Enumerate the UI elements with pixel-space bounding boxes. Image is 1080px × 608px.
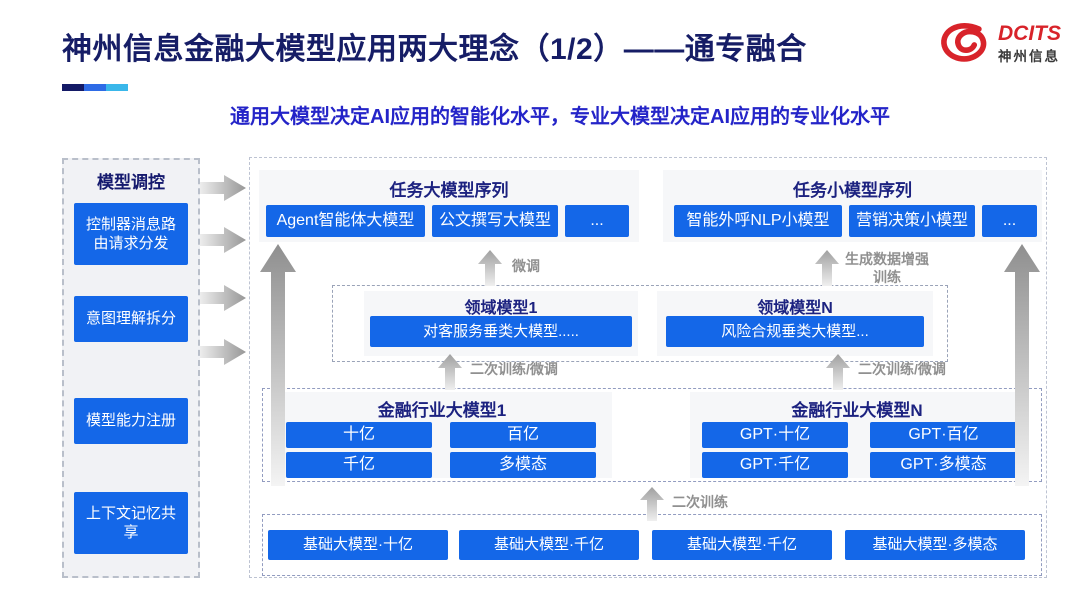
dcits-swirl-icon xyxy=(941,23,987,62)
sidebar-model-control: 模型调控 控制器消息路由请求分发 意图理解拆分 模型能力注册 上下文记忆共享 xyxy=(62,158,200,578)
underline-segment xyxy=(106,84,128,91)
big-up-arrow-icon xyxy=(1004,244,1040,486)
underline-segment xyxy=(62,84,84,91)
sidebar-item-context-memory: 上下文记忆共享 xyxy=(74,492,188,554)
model-box-marketing-decision: 营销决策小模型 xyxy=(849,205,975,237)
label-retrain-finetune-left: 二次训练/微调 xyxy=(470,361,558,377)
model-box-gpt-10b: GPT·百亿 xyxy=(870,422,1017,448)
label-gen-data-training: 生成数据增强训练 xyxy=(845,251,929,285)
model-box-customer-service: 对客服务垂类大模型..... xyxy=(370,316,632,347)
up-arrow-icon xyxy=(438,354,462,390)
industry-model-n-title: 金融行业大模型N xyxy=(791,401,923,420)
title-underline xyxy=(62,84,128,91)
label-retrain-finetune-right: 二次训练/微调 xyxy=(858,361,946,377)
logo-brand-cn: 神州信息 xyxy=(998,49,1060,65)
sidebar-item-capability-register: 模型能力注册 xyxy=(74,398,188,444)
model-box-document-writing: 公文撰写大模型 xyxy=(432,205,558,237)
model-box-10b: 百亿 xyxy=(450,422,596,448)
sidebar-item-intent-split: 意图理解拆分 xyxy=(74,296,188,342)
industry-model-1-title: 金融行业大模型1 xyxy=(377,401,507,420)
model-box-ellipsis: ... xyxy=(565,205,629,237)
logo-brand-text: DCITS xyxy=(998,21,1061,45)
label-finetune: 微调 xyxy=(512,258,540,274)
dcits-logo: DCITS 神州信息 xyxy=(936,20,1061,68)
right-arrow-icon xyxy=(200,285,246,311)
base-model-100b-1: 基础大模型·千亿 xyxy=(459,530,639,560)
big-up-arrow-icon xyxy=(260,244,296,486)
right-arrow-icon xyxy=(200,339,246,365)
model-box-gpt-1b: GPT·十亿 xyxy=(702,422,848,448)
label-retrain: 二次训练 xyxy=(672,494,728,510)
right-arrow-icon xyxy=(200,175,246,201)
model-box-risk-compliance: 风险合规垂类大模型... xyxy=(666,316,924,347)
domain-model-1-title: 领域模型1 xyxy=(464,300,538,317)
right-arrow-icon xyxy=(200,227,246,253)
up-arrow-icon xyxy=(640,487,664,521)
task-small-model-title: 任务小模型序列 xyxy=(793,181,912,200)
slide-subtitle: 通用大模型决定AI应用的智能化水平，专业大模型决定AI应用的专业化水平 xyxy=(230,106,890,128)
up-arrow-icon xyxy=(478,250,502,286)
industry-model-container xyxy=(262,388,1042,482)
underline-segment xyxy=(84,84,106,91)
main-diagram-outline xyxy=(249,157,1047,578)
model-box-gpt-multimodal: GPT·多模态 xyxy=(870,452,1017,478)
task-large-model-title: 任务大模型序列 xyxy=(389,181,509,200)
model-box-1b: 十亿 xyxy=(286,422,432,448)
up-arrow-icon xyxy=(815,250,839,286)
model-box-100b: 千亿 xyxy=(286,452,432,478)
domain-model-container xyxy=(332,285,948,362)
base-model-100b-2: 基础大模型·千亿 xyxy=(652,530,832,560)
model-box-agent: Agent智能体大模型 xyxy=(266,205,425,237)
model-box-outbound-nlp: 智能外呼NLP小模型 xyxy=(674,205,842,237)
base-model-multimodal: 基础大模型·多模态 xyxy=(845,530,1025,560)
domain-model-n-title: 领域模型N xyxy=(757,300,833,317)
sidebar-title: 模型调控 xyxy=(97,173,165,192)
up-arrow-icon xyxy=(826,354,850,390)
model-box-multimodal: 多模态 xyxy=(450,452,596,478)
base-model-1b: 基础大模型·十亿 xyxy=(268,530,448,560)
sidebar-item-controller-routing: 控制器消息路由请求分发 xyxy=(74,203,188,265)
model-box-gpt-100b: GPT·千亿 xyxy=(702,452,848,478)
page-title: 神州信息金融大模型应用两大理念（1/2）——通专融合 xyxy=(62,33,807,66)
model-box-ellipsis: ... xyxy=(982,205,1037,237)
